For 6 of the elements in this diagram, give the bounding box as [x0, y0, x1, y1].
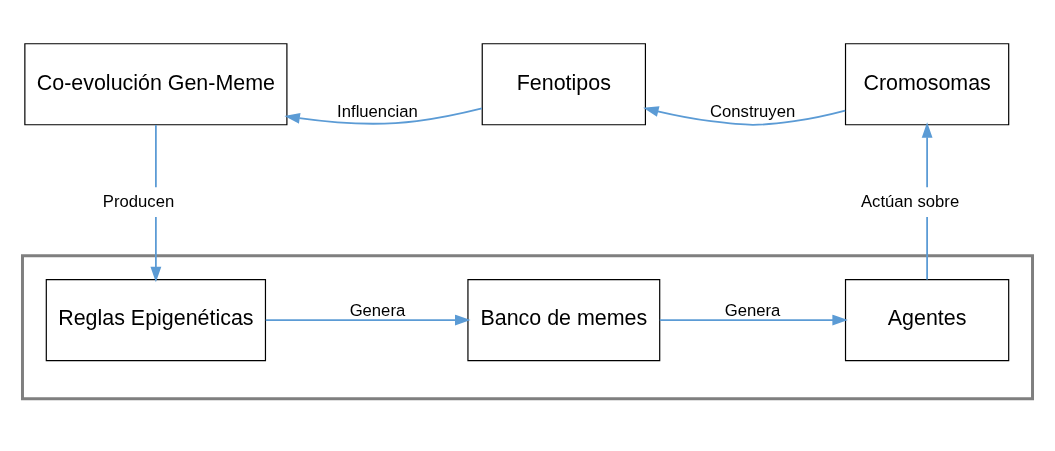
- edge-label: Genera: [349, 300, 406, 320]
- edge-label: Actúan sobre: [861, 191, 960, 211]
- edge-label: Genera: [724, 300, 781, 320]
- edge-label: Influencian: [337, 101, 418, 121]
- edge-label: Construyen: [710, 101, 796, 121]
- edge-label: Producen: [102, 191, 175, 211]
